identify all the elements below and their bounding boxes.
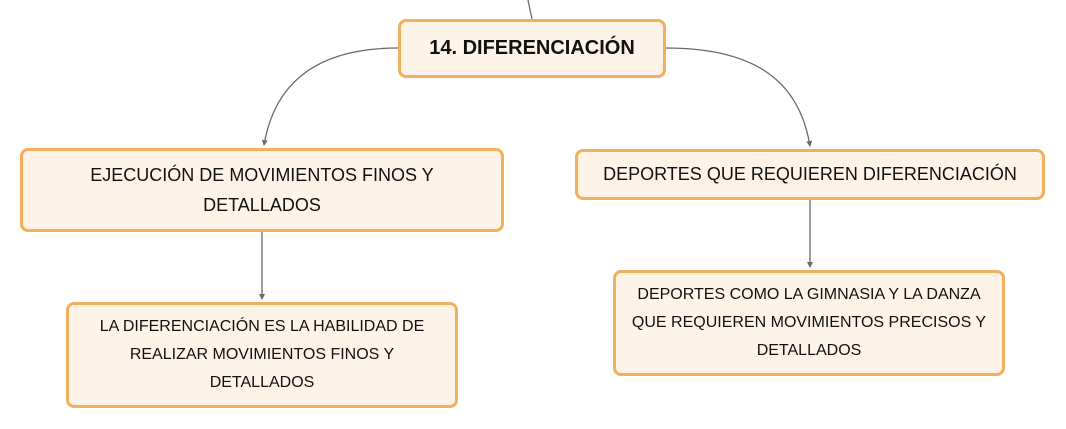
connector-root-to-left-branch — [261, 47, 399, 146]
right-branch-label: DEPORTES QUE REQUIEREN DIFERENCIACIÓN — [603, 164, 1017, 184]
left-child-label: LA DIFERENCIACIÓN ES LA HABILIDAD DE REA… — [99, 318, 425, 391]
root-topic-node[interactable]: 14. DIFERENCIACIÓN — [398, 19, 666, 78]
connector-root-to-right-branch — [665, 47, 813, 147]
left-child-node[interactable]: LA DIFERENCIACIÓN ES LA HABILIDAD DE REA… — [66, 302, 458, 408]
right-child-node[interactable]: DEPORTES COMO LA GIMNASIA Y LA DANZA QUE… — [613, 270, 1005, 376]
left-branch-label: EJECUCIÓN DE MOVIMIENTOS FINOS Y DETALLA… — [90, 165, 434, 215]
right-child-label: DEPORTES COMO LA GIMNASIA Y LA DANZA QUE… — [631, 286, 987, 359]
connector-parent-to-root — [527, 0, 533, 20]
left-branch-node[interactable]: EJECUCIÓN DE MOVIMIENTOS FINOS Y DETALLA… — [20, 148, 504, 232]
right-branch-node[interactable]: DEPORTES QUE REQUIEREN DIFERENCIACIÓN — [575, 149, 1045, 200]
root-topic-label: 14. DIFERENCIACIÓN — [429, 37, 635, 59]
